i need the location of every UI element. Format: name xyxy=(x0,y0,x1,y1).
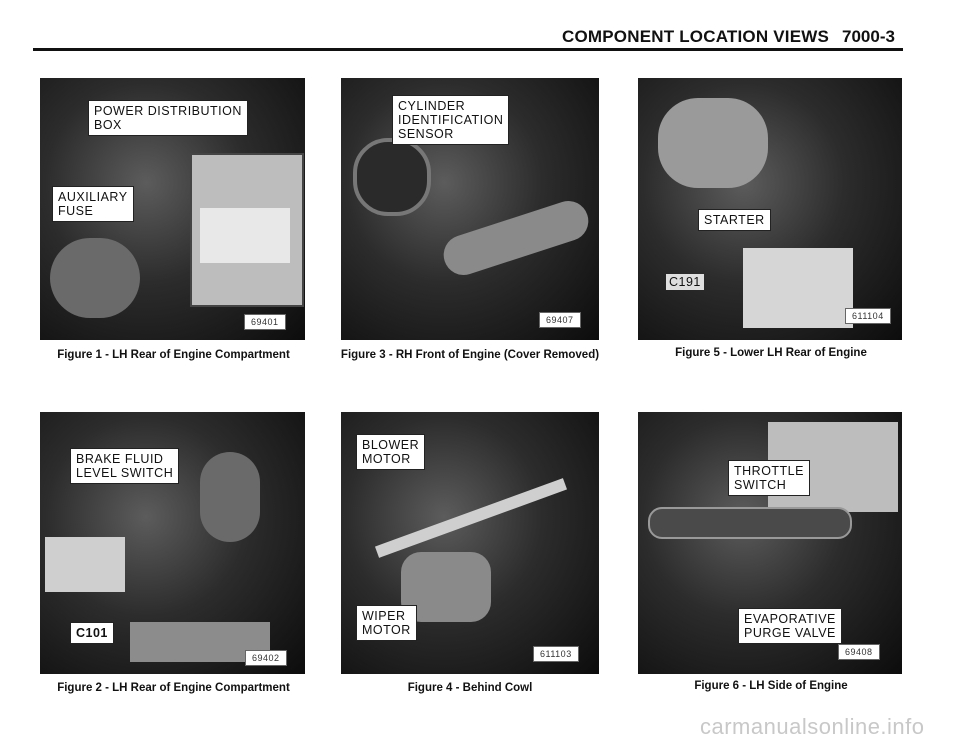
figure-6-photo: THROTTLE SWITCH EVAPORATIVE PURGE VALVE … xyxy=(638,412,902,674)
figure-5-label-1: STARTER xyxy=(698,209,771,231)
figure-1-caption: Figure 1 - LH Rear of Engine Compartment xyxy=(57,349,290,361)
figure-5-photo: STARTER C191 611104 xyxy=(638,78,902,340)
housing-shape xyxy=(658,98,768,188)
figure-6-label-1: THROTTLE SWITCH xyxy=(728,460,810,496)
linkage-shape xyxy=(374,478,568,558)
cap-shape xyxy=(353,138,431,216)
figure-1-photo: POWER DISTRIBUTION BOX AUXILIARY FUSE 69… xyxy=(40,78,305,340)
figure-1-label-2: AUXILIARY FUSE xyxy=(52,186,134,222)
figure-3-label-1: CYLINDER IDENTIFICATION SENSOR xyxy=(392,95,510,145)
figure-1-code: 69401 xyxy=(244,314,286,330)
watermark: carmanualsonline.info xyxy=(700,714,925,739)
bracket-shape xyxy=(45,537,125,592)
figure-5-caption: Figure 5 - Lower LH Rear of Engine xyxy=(675,347,867,359)
figure-4-label-1: BLOWER MOTOR xyxy=(356,434,426,470)
figure-5-label-2: C191 xyxy=(666,274,704,290)
figure-3-photo: CYLINDER IDENTIFICATION SENSOR 69407 xyxy=(341,78,599,340)
figure-2-code: 69402 xyxy=(245,650,287,666)
figure-1-label-1: POWER DISTRIBUTION BOX xyxy=(88,100,248,136)
page-header-title: COMPONENT LOCATION VIEWS xyxy=(562,27,830,46)
header-rule xyxy=(33,48,903,51)
figure-2-label-1: BRAKE FLUID LEVEL SWITCH xyxy=(70,448,180,484)
figure-6-label-2: EVAPORATIVE PURGE VALVE xyxy=(738,608,842,644)
figure-4-caption: Figure 4 - Behind Cowl xyxy=(407,682,533,694)
figure-2-label-2: C101 xyxy=(70,622,114,644)
relay-block-shape xyxy=(200,208,290,263)
figure-4-code: 611103 xyxy=(533,646,579,662)
figure-4-label-2: WIPER MOTOR xyxy=(356,605,417,641)
hose-shape xyxy=(438,195,594,281)
reservoir-shape xyxy=(50,238,140,318)
figure-2-caption: Figure 2 - LH Rear of Engine Compartment xyxy=(57,682,290,694)
page-number: 7000-3 xyxy=(842,27,895,46)
figure-3-caption: Figure 3 - RH Front of Engine (Cover Rem… xyxy=(340,349,600,361)
reservoir-shape xyxy=(200,452,260,542)
figure-4-photo: BLOWER MOTOR WIPER MOTOR 611103 xyxy=(341,412,599,674)
figure-3-code: 69407 xyxy=(539,312,581,328)
hose-shape xyxy=(648,507,852,539)
figure-6-caption: Figure 6 - LH Side of Engine xyxy=(694,680,848,692)
figure-2-photo: BRAKE FLUID LEVEL SWITCH C101 69402 xyxy=(40,412,305,674)
figure-5-code: 611104 xyxy=(845,308,891,324)
figure-6-code: 69408 xyxy=(838,644,880,660)
block-shape xyxy=(743,248,853,328)
